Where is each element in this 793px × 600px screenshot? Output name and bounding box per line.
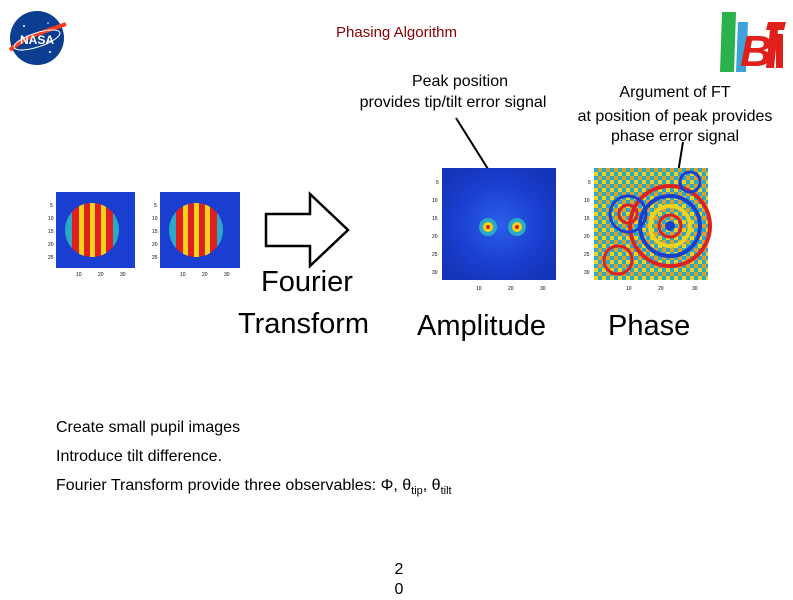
svg-text:5: 5 xyxy=(50,203,53,209)
observables-sub-tip: tip xyxy=(411,485,423,498)
svg-text:30: 30 xyxy=(432,270,438,276)
svg-text:15: 15 xyxy=(48,229,54,235)
svg-text:25: 25 xyxy=(48,255,54,261)
observables-text: Fourier Transform provide three observab… xyxy=(56,477,412,494)
peak-annotation-line1: Peak position xyxy=(411,73,509,90)
pupil-image-1: 5 10 15 20 25 10 20 30 xyxy=(46,190,136,280)
svg-text:20: 20 xyxy=(658,286,664,292)
phase-map: 5 10 15 20 25 30 10 20 30 xyxy=(578,164,712,296)
arg-annotation-line3: phase error signal xyxy=(610,128,740,145)
svg-text:20: 20 xyxy=(432,234,438,240)
svg-text:15: 15 xyxy=(432,216,438,222)
svg-text:25: 25 xyxy=(432,252,438,258)
svg-text:30: 30 xyxy=(540,286,546,292)
amplitude-peak-left xyxy=(479,218,497,236)
phase-label: Phase xyxy=(608,310,691,342)
svg-text:30: 30 xyxy=(120,272,126,278)
svg-text:30: 30 xyxy=(692,286,698,292)
observables-mid: , θ xyxy=(422,477,441,494)
page-number-line1: 2 xyxy=(394,561,404,578)
bullet-observables: Fourier Transform provide three observab… xyxy=(56,477,452,497)
amplitude-map: 5 10 15 20 25 30 10 20 30 xyxy=(426,164,560,296)
bullet-pupil-images: Create small pupil images xyxy=(56,419,241,436)
svg-text:5: 5 xyxy=(436,180,439,186)
arg-annotation-line1: Argument of FT xyxy=(619,84,731,101)
svg-text:5: 5 xyxy=(588,180,591,186)
svg-text:15: 15 xyxy=(152,229,158,235)
fourier-label: Fourier xyxy=(261,266,353,298)
svg-text:10: 10 xyxy=(432,198,438,204)
pupil-image-2: 5 10 15 20 25 10 20 30 xyxy=(148,190,242,280)
svg-text:10: 10 xyxy=(626,286,632,292)
svg-text:5: 5 xyxy=(154,203,157,209)
svg-text:10: 10 xyxy=(48,216,54,222)
svg-text:20: 20 xyxy=(202,272,208,278)
page-number-line2: 0 xyxy=(394,581,404,598)
peak-annotation-line2: provides tip/tilt error signal xyxy=(359,94,547,111)
svg-text:10: 10 xyxy=(584,198,590,204)
transform-label: Transform xyxy=(238,308,370,340)
amplitude-label: Amplitude xyxy=(417,310,546,342)
svg-text:20: 20 xyxy=(48,242,54,248)
svg-text:10: 10 xyxy=(180,272,186,278)
svg-text:25: 25 xyxy=(584,252,590,258)
nasa-logo: NASA xyxy=(4,6,68,66)
arg-annotation-line2: at position of peak provides xyxy=(577,108,773,125)
amplitude-peak-right xyxy=(508,218,526,236)
page-title: Phasing Algorithm xyxy=(336,24,457,41)
svg-text:20: 20 xyxy=(584,234,590,240)
svg-text:15: 15 xyxy=(584,216,590,222)
fourier-transform-arrow xyxy=(262,190,352,272)
svg-text:NASA: NASA xyxy=(20,33,54,47)
svg-text:30: 30 xyxy=(584,270,590,276)
svg-text:10: 10 xyxy=(476,286,482,292)
svg-text:20: 20 xyxy=(508,286,514,292)
svg-text:20: 20 xyxy=(98,272,104,278)
svg-text:25: 25 xyxy=(152,255,158,261)
svg-text:20: 20 xyxy=(152,242,158,248)
svg-text:10: 10 xyxy=(152,216,158,222)
svg-text:30: 30 xyxy=(224,272,230,278)
observables-sub-tilt: tilt xyxy=(440,485,452,498)
bti-logo: B xyxy=(716,8,788,76)
bullet-tilt-difference: Introduce tilt difference. xyxy=(56,448,223,465)
svg-text:10: 10 xyxy=(76,272,82,278)
page-number: 2 0 xyxy=(392,560,406,600)
